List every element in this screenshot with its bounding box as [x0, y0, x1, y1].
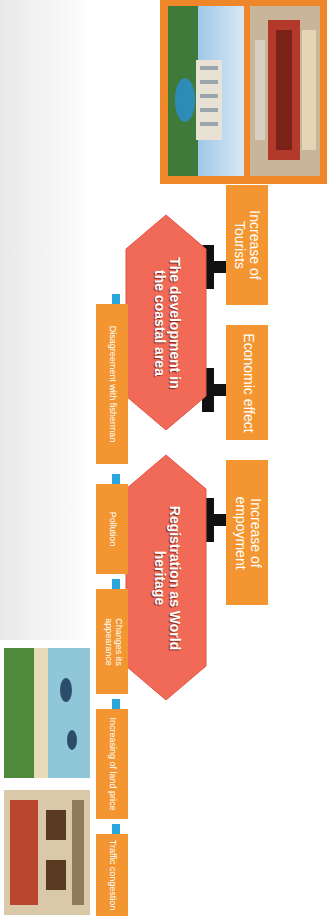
rotated-frame: Pollution [96, 484, 128, 574]
bar-label: Changes its appearance [102, 593, 122, 690]
beach-photo [4, 648, 90, 778]
topic-hexagon: Registration as World heritage [126, 455, 206, 700]
photo-frame [160, 0, 327, 184]
house-photo [4, 790, 90, 915]
problem-bar: Increasing of land price [96, 709, 128, 819]
rotated-frame: Registration as World heritage [126, 455, 206, 700]
rotated-frame: Traffic congestion [96, 834, 128, 916]
effect-bar: Economic effect [226, 325, 268, 440]
bar-label: Increase of Tourists [232, 189, 263, 301]
topic-title: Registration as World heritage [151, 494, 182, 661]
topic-hexagon: The development in the coastal area [126, 215, 206, 430]
rotated-frame: The development in the coastal area [126, 215, 206, 430]
topic-title: The development in the coastal area [151, 249, 182, 396]
problem-bar: Traffic congestion [96, 834, 128, 916]
effect-bar: Increase of Tourists [226, 185, 268, 305]
hexagon-shape [126, 455, 206, 700]
effect-bar: Increase of empoyment [226, 460, 268, 605]
rotated-frame: Economic effect [226, 325, 268, 440]
temple-photo [250, 6, 320, 176]
bar-label: Disagreement with fisherman [107, 326, 117, 443]
rotated-frame: Increase of Tourists [226, 185, 268, 305]
resort-photo [168, 6, 244, 176]
problem-bar: Pollution [96, 484, 128, 574]
soft-ground [0, 0, 95, 640]
bar-label: Increasing of land price [107, 717, 117, 810]
bar-label: Pollution [107, 512, 117, 547]
rotated-frame: Increase of empoyment [226, 460, 268, 605]
rotated-frame: Disagreement with fisherman [96, 304, 128, 464]
problem-bar: Disagreement with fisherman [96, 304, 128, 464]
rotated-frame: Changes its appearance [96, 589, 128, 694]
bar-label: Traffic congestion [107, 840, 117, 911]
hexagon-shape [126, 215, 206, 430]
bar-label: Economic effect [239, 333, 254, 432]
bar-label: Increase of empoyment [232, 464, 263, 601]
rotated-frame: Increasing of land price [96, 709, 128, 819]
problem-bar: Changes its appearance [96, 589, 128, 694]
